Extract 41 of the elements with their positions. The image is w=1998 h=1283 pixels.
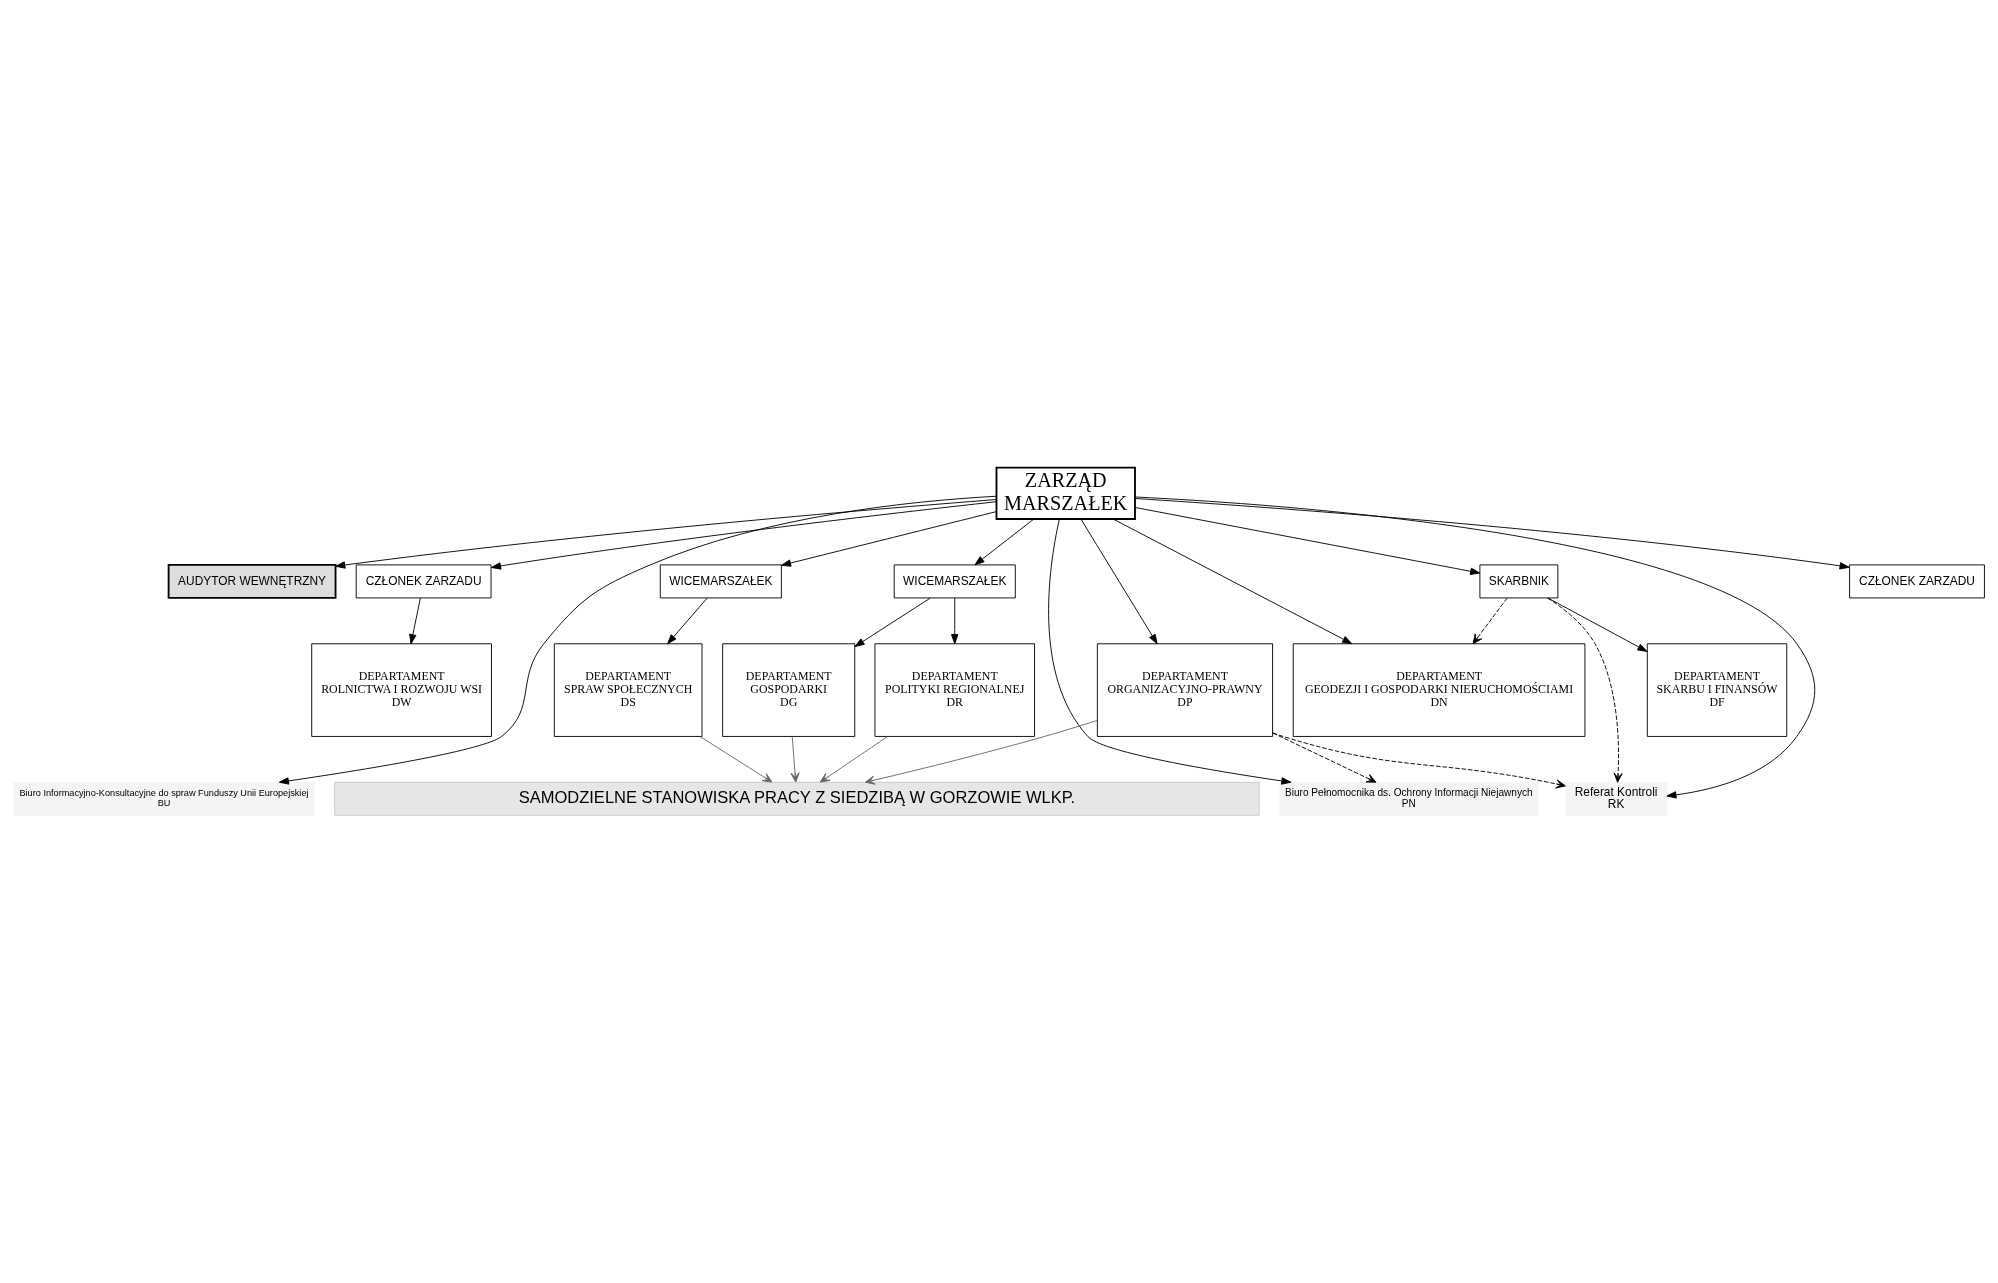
arrow — [951, 597, 959, 645]
arrow — [781, 511, 997, 567]
arrow — [1547, 597, 1623, 783]
node-box: DEPARTAMENT SKARBU I FINANSÓW DF — [1646, 643, 1788, 737]
node-box: CZŁONEK ZARZADU — [1849, 564, 1985, 599]
arrow — [864, 720, 1098, 785]
arrow — [667, 597, 708, 645]
arrow — [1048, 518, 1292, 785]
arrow — [699, 736, 773, 783]
node-box: SKARBNIK — [1479, 564, 1559, 599]
node-box: DEPARTAMENT SPRAW SPOŁECZNYCH DS — [553, 643, 703, 737]
arrow — [854, 597, 931, 648]
node-box: AUDYTOR WEWNĘTRZNY — [167, 564, 337, 599]
arrow — [1272, 732, 1566, 789]
node-box: SAMODZIELNE STANOWISKA PRACY Z SIEDZIBĄ W GORZOWIE WLKP. — [334, 781, 1260, 816]
arrow — [1134, 496, 1816, 799]
arrow — [491, 501, 997, 570]
node-box: DEPARTAMENT POLITYKI REGIONALNEJ DR — [874, 643, 1035, 737]
node-box: CZŁONEK ZARZADU — [355, 564, 492, 599]
arrow — [819, 736, 888, 783]
node-box: Biuro Pełnomocnika ds. Ochrony Informacji Niejawnych PN — [1279, 781, 1539, 816]
arrow — [1134, 498, 1850, 570]
node-box: DEPARTAMENT ORGANIZACYJNO-PRAWNY DP — [1096, 643, 1274, 737]
arrow — [1547, 597, 1648, 652]
node-box: DEPARTAMENT GEODEZJI I GOSPODARKI NIERUCHOMOŚCIAMI DN — [1292, 643, 1586, 737]
node-box: Biuro Informacyjno-Konsultacyjne do spraw Funduszy Unii Europejskiej BU — [13, 781, 315, 816]
arrow — [409, 597, 421, 645]
node-box: DEPARTAMENT GOSPODARKI DG — [722, 643, 856, 737]
node-box: DEPARTAMENT ROLNICTWA I ROZWOJU WSI DW — [311, 643, 492, 737]
node-box: Referat Kontroli RK — [1565, 781, 1668, 816]
arrow — [790, 736, 800, 783]
arrow — [1080, 518, 1158, 645]
arrow — [335, 499, 997, 569]
node-box: WICEMARSZAŁEK — [893, 564, 1016, 599]
arrow — [278, 495, 997, 785]
arrow — [1472, 597, 1508, 645]
node-box: WICEMARSZAŁEK — [659, 564, 782, 599]
arrow — [1112, 518, 1353, 645]
node-box: ZARZĄD MARSZAŁEK — [995, 466, 1136, 520]
arrow — [974, 518, 1035, 566]
arrow — [1134, 507, 1481, 575]
